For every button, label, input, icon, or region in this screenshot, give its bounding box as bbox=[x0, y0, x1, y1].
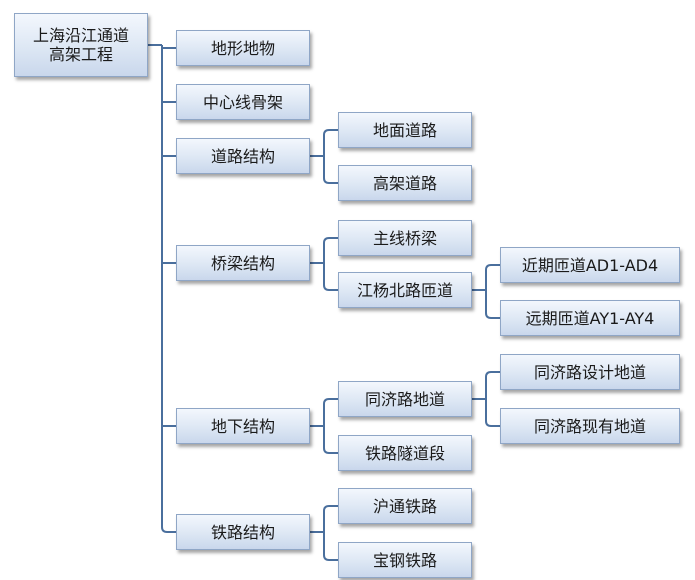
node-main-bridge: 主线桥梁 bbox=[338, 220, 472, 256]
connector-child-branch bbox=[323, 129, 338, 156]
connector-child-branch bbox=[323, 237, 338, 263]
node-long-term-ramp: 远期匝道AY1-AY4 bbox=[500, 300, 680, 336]
connector-child-branch bbox=[485, 264, 500, 290]
node-ground-road: 地面道路 bbox=[338, 112, 472, 148]
connector-root-branch bbox=[161, 526, 176, 533]
node-hutong-railway: 沪通铁路 bbox=[338, 488, 472, 524]
connector-child-branch bbox=[323, 263, 338, 291]
node-tongji-existing-tunnel: 同济路现有地道 bbox=[500, 408, 680, 444]
node-road-structure: 道路结构 bbox=[176, 138, 310, 174]
connector-child-branch bbox=[323, 156, 338, 184]
connector-child-branch bbox=[323, 532, 338, 561]
connector-child-branch bbox=[323, 505, 338, 532]
node-centerline: 中心线骨架 bbox=[176, 84, 310, 120]
node-railway-tunnel-section: 铁路隧道段 bbox=[338, 435, 472, 471]
node-ramp: 江杨北路匝道 bbox=[338, 272, 472, 308]
connector-child-branch bbox=[323, 426, 338, 454]
connector-child-branch bbox=[323, 398, 338, 426]
node-baogang-railway: 宝钢铁路 bbox=[338, 542, 472, 578]
node-railway-structure: 铁路结构 bbox=[176, 514, 310, 550]
connector-child-branch bbox=[485, 399, 500, 427]
node-terrain: 地形地物 bbox=[176, 30, 310, 66]
connector-child-branch bbox=[485, 371, 500, 399]
node-root-project: 上海沿江通道 高架工程 bbox=[14, 13, 148, 77]
node-tongji-design-tunnel: 同济路设计地道 bbox=[500, 354, 680, 390]
node-bridge-structure: 桥梁结构 bbox=[176, 245, 310, 281]
connector-child-branch bbox=[485, 290, 500, 319]
node-tongji-tunnel: 同济路地道 bbox=[338, 381, 472, 417]
node-underground-structure: 地下结构 bbox=[176, 408, 310, 444]
node-near-term-ramp: 近期匝道AD1-AD4 bbox=[500, 247, 680, 283]
node-elevated-road: 高架道路 bbox=[338, 165, 472, 201]
